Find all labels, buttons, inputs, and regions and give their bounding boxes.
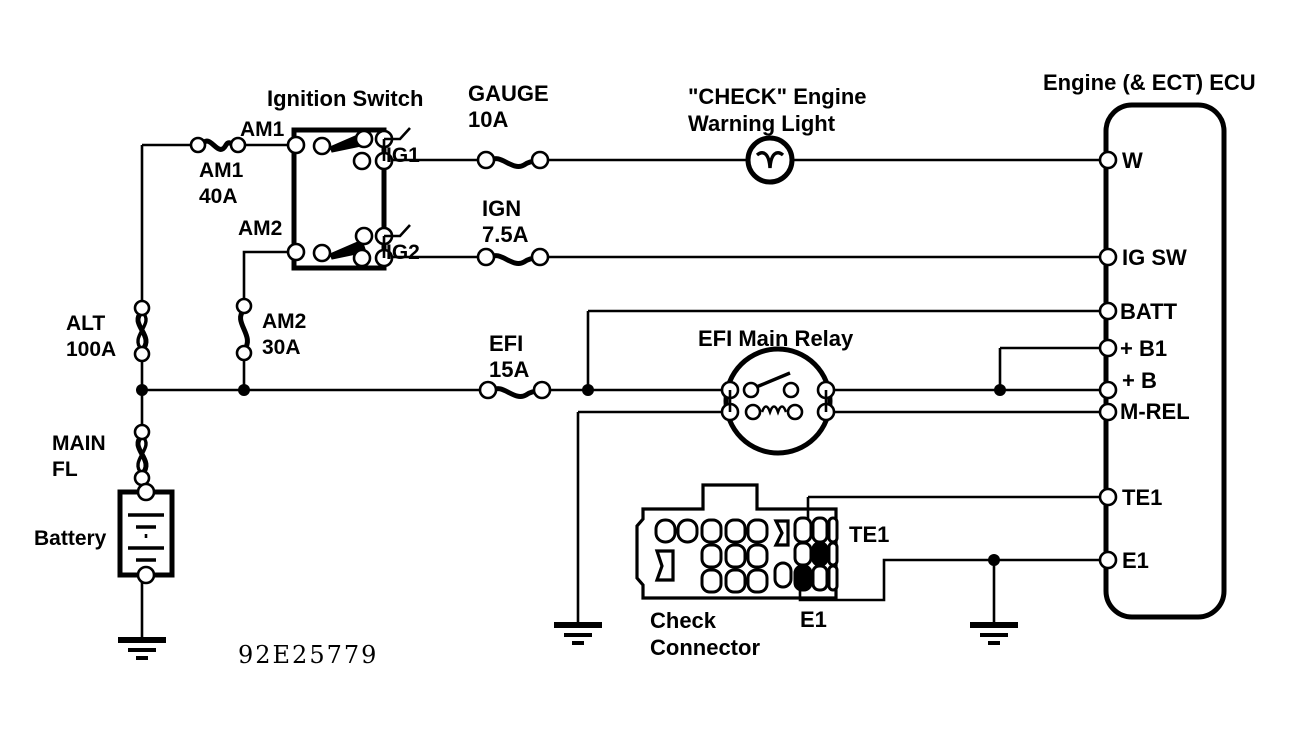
- switch-terminal-am1-label: AM1: [240, 118, 285, 141]
- ecu-label-b: + B: [1122, 368, 1157, 393]
- fuse-gauge: [476, 150, 550, 170]
- junction-dot-efi-batt: [582, 384, 594, 396]
- ecu-title-label: Engine (& ECT) ECU: [1043, 70, 1256, 95]
- ecu-terminal-mrel[interactable]: [1098, 402, 1118, 422]
- fuse-ign-rating-label: 7.5A: [482, 222, 529, 247]
- warning-light-label-line1: "CHECK" Engine: [688, 84, 867, 109]
- ignition-switch[interactable]: [286, 127, 411, 271]
- fuse-alt-name-label: ALT: [66, 312, 105, 335]
- ecu-label-te1: TE1: [1122, 485, 1162, 510]
- ecu-terminal-b[interactable]: [1098, 380, 1118, 400]
- connector-pin-te1-label: TE1: [849, 522, 889, 547]
- fuse-efi-name-label: EFI: [489, 331, 523, 356]
- warning-light-label-line2: Warning Light: [688, 111, 836, 136]
- fuse-efi: [478, 380, 552, 400]
- check-connector-label-line2: Connector: [650, 635, 760, 660]
- ecu-label-batt: BATT: [1120, 299, 1178, 324]
- fuse-ign-name-label: IGN: [482, 196, 521, 221]
- efi-main-relay[interactable]: [720, 346, 836, 456]
- ecu-terminal-b1[interactable]: [1098, 338, 1118, 358]
- ecu-terminal-e1[interactable]: [1098, 550, 1118, 570]
- check-engine-warning-light: [745, 135, 795, 185]
- ecu-label-b1: + B1: [1120, 336, 1167, 361]
- junction-dot-b1: [994, 384, 1006, 396]
- junction-dot-alt-bus: [136, 384, 148, 396]
- switch-terminal-ig2-label: IG2: [386, 241, 420, 264]
- ignition-switch-label: Ignition Switch: [267, 86, 423, 111]
- fuse-am1-name-label: AM1: [199, 159, 244, 182]
- wire-e1-to-ecu: [798, 558, 1108, 602]
- junction-dot-e1-ground: [988, 554, 1000, 566]
- fusible-link-am1: [189, 136, 247, 154]
- ecu-label-igsw: IG SW: [1122, 245, 1187, 270]
- fuse-alt-rating-label: 100A: [66, 338, 116, 361]
- check-connector[interactable]: [635, 483, 839, 600]
- junction-dot-am2-bus: [238, 384, 250, 396]
- part-number-label: 92E25779: [238, 641, 378, 669]
- ground-symbol-relay-coil: [554, 622, 602, 645]
- fuse-main-rating-label: FL: [52, 458, 78, 481]
- ecu-label-mrel: M-REL: [1120, 399, 1190, 424]
- fusible-link-am2: [235, 297, 253, 362]
- ground-symbol-e1: [970, 622, 1018, 645]
- check-connector-label-line1: Check: [650, 608, 717, 633]
- battery: [117, 482, 175, 585]
- ecu-label-e1: E1: [1122, 548, 1149, 573]
- ecu-box: [1103, 102, 1227, 620]
- fuse-efi-rating-label: 15A: [489, 357, 529, 382]
- ground-symbol-battery: [118, 637, 166, 660]
- connector-pin-e1-label: E1: [800, 607, 827, 632]
- efi-main-relay-label: EFI Main Relay: [698, 326, 854, 351]
- fuse-am2-rating-label: 30A: [262, 336, 301, 359]
- fusible-link-alt: [133, 299, 151, 363]
- battery-label: Battery: [34, 527, 107, 550]
- ecu-terminal-w[interactable]: [1098, 150, 1118, 170]
- ecu-terminal-batt[interactable]: [1098, 301, 1118, 321]
- fuse-gauge-rating-label: 10A: [468, 107, 508, 132]
- ecu-terminal-igsw[interactable]: [1098, 247, 1118, 267]
- fuse-am1-rating-label: 40A: [199, 185, 238, 208]
- fuse-ign: [476, 247, 550, 267]
- fuse-am2-name-label: AM2: [262, 310, 306, 333]
- fuse-main-name-label: MAIN: [52, 432, 106, 455]
- fuse-gauge-name-label: GAUGE: [468, 81, 549, 106]
- wire-am2-upper: [242, 250, 296, 303]
- fusible-link-main: [133, 423, 151, 487]
- ecu-terminal-te1[interactable]: [1098, 487, 1118, 507]
- ecu-label-w: W: [1122, 148, 1143, 173]
- switch-terminal-ig1-label: IG1: [386, 144, 420, 167]
- switch-terminal-am2-label: AM2: [238, 217, 282, 240]
